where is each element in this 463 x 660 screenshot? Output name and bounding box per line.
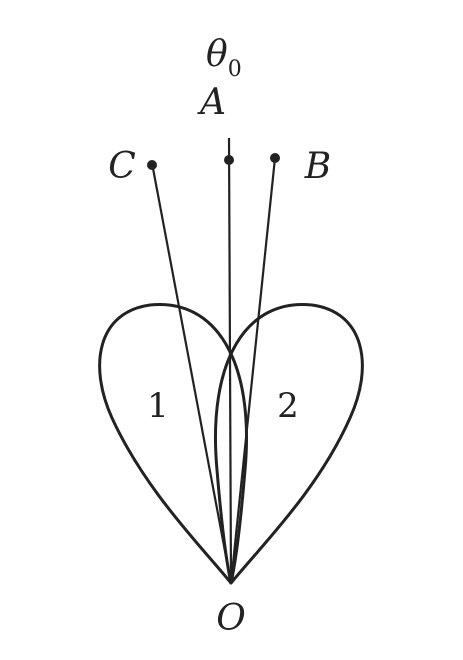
lobe-1-curve	[98, 302, 248, 585]
ray-oc	[150, 162, 233, 584]
lobe-2-curve	[214, 302, 364, 585]
point-a-dot	[224, 155, 234, 165]
ray-oa	[227, 137, 233, 584]
point-c-dot	[147, 160, 157, 170]
lobe-1-label: 1	[147, 386, 169, 426]
ray-ob	[229, 157, 277, 584]
theta-label: θ0	[206, 34, 242, 82]
origin-label: O	[216, 598, 246, 639]
point-b-label: B	[304, 146, 331, 187]
point-a-label: A	[197, 82, 226, 123]
lobe-2-label: 2	[277, 386, 299, 426]
point-b-dot	[270, 153, 280, 163]
point-c-label: C	[108, 146, 136, 187]
theta-subscript: 0	[228, 57, 242, 82]
